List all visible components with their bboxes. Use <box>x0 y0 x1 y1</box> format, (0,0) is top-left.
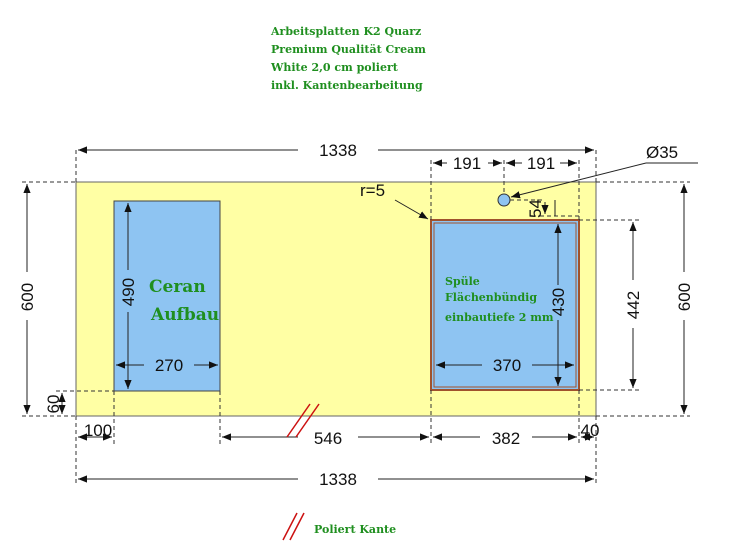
sink-inner-outline <box>433 222 577 388</box>
title-line-3: White 2,0 cm poliert <box>270 61 399 74</box>
sink-label-line1: Spüle <box>445 275 480 288</box>
dim-hob-width: 270 <box>155 356 183 375</box>
dim-radius: r=5 <box>360 181 385 200</box>
legend-label: Poliert Kante <box>314 523 396 536</box>
dim-tap-left: 191 <box>453 154 481 173</box>
dim-hob-height: 490 <box>119 278 138 306</box>
dim-tap-diameter: Ø35 <box>646 143 678 162</box>
dim-sink-inner-width: 370 <box>493 356 521 375</box>
dim-sink-inner-height: 430 <box>549 288 568 316</box>
title-line-4: inkl. Kantenbearbeitung <box>271 79 423 92</box>
sink-label-line3: einbautiefe 2 mm <box>445 311 554 324</box>
sink-cutout <box>430 219 580 391</box>
dim-right-height: 600 <box>675 283 694 311</box>
title-line-2: Premium Qualität Cream <box>271 43 426 56</box>
title-line-1: Arbeitsplatten K2 Quarz <box>270 25 421 38</box>
dim-top-width: 1338 <box>319 141 357 160</box>
legend-edge-mark <box>282 512 305 541</box>
dim-tap-right: 191 <box>527 154 555 173</box>
extension-lines <box>22 150 690 485</box>
hob-label-line1: Ceran <box>149 277 206 297</box>
hob-label-line2: Aufbau <box>150 305 219 325</box>
dim-cutout-gap: 546 <box>314 429 342 448</box>
dim-bottom-width: 1338 <box>319 470 357 489</box>
tap-hole <box>497 193 511 207</box>
dim-tap-offset: 54 <box>526 199 545 218</box>
dim-front-offset: 60 <box>44 395 63 414</box>
dim-sink-width: 382 <box>492 429 520 448</box>
dim-right-margin: 40 <box>581 421 600 440</box>
dimension-lines <box>23 146 698 483</box>
dim-left-height: 600 <box>18 283 37 311</box>
hob-cutout <box>113 200 221 392</box>
dim-sink-outer-height: 442 <box>624 291 643 319</box>
dim-left-margin: 100 <box>84 421 112 440</box>
polished-edge-mark <box>286 403 320 438</box>
sink-label-line2: Flächenbündig <box>445 291 537 304</box>
